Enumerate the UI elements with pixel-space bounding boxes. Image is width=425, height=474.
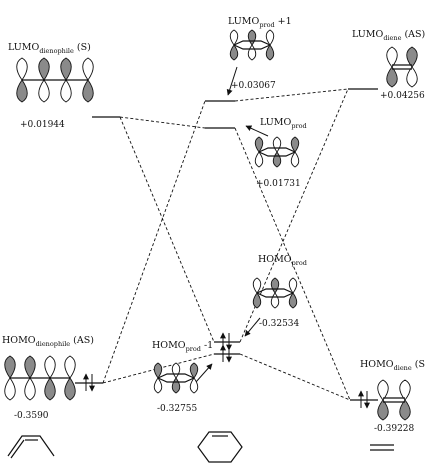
orbital-homo-dienophile-icon [4, 355, 76, 401]
orbital-homo-diene-icon [377, 379, 411, 421]
orbital-lumo-prod-icon [254, 136, 300, 168]
energy-homo-prod-minus1: -0.32755 [157, 404, 198, 414]
label-homo-diene: HOMOdiene (S) [360, 359, 425, 372]
energy-lumo-prod: +0.01731 [256, 179, 301, 189]
label-homo-prod: HOMOprod [258, 254, 307, 267]
label-lumo-dienophile: LUMOdienophile (S) [8, 42, 91, 55]
orbital-lumo-dienophile-icon [16, 57, 94, 103]
pointer-arrows [195, 66, 269, 383]
energy-homo-prod: -0.32534 [259, 319, 300, 329]
label-lumo-prod-plus1: LUMOprod +1 [228, 16, 292, 29]
label-lumo-prod: LUMOprod [260, 117, 307, 130]
energy-lumo-dienophile: +0.01944 [20, 120, 65, 130]
label-lumo-diene: LUMOdiene (AS) [352, 29, 425, 42]
electron-pair-icon [358, 390, 370, 409]
label-homo-prod-minus1: HOMOprod -1 [152, 340, 213, 353]
butadiene-structure-icon [7, 435, 55, 459]
ethylene-structure-icon [370, 444, 394, 451]
label-homo-dienophile: HOMOdienophile (AS) [2, 335, 94, 348]
correlation-lines [102, 88, 351, 401]
orbital-homo-prod-icon [252, 277, 298, 309]
orbital-homo-prod-minus1-icon [153, 362, 199, 394]
energy-lumo-prod-plus1: +0.03067 [231, 81, 276, 91]
arrow-icon [226, 66, 238, 96]
arrow-icon [195, 363, 213, 383]
electron-pair-icon [220, 344, 232, 363]
arrow-icon [244, 317, 261, 337]
orbital-lumo-diene-icon [386, 46, 418, 88]
energy-lumo-diene: +0.04256 [380, 91, 425, 101]
arrow-icon [245, 125, 269, 137]
electron-pair-icon [83, 373, 95, 392]
orbital-lumo-prod-plus1-icon [229, 29, 275, 61]
energy-homo-diene: -0.39228 [374, 424, 415, 434]
cyclohexene-structure-icon [197, 431, 243, 463]
electron-spins [83, 332, 370, 409]
energy-levels [75, 88, 378, 401]
energy-homo-dienophile: -0.3590 [14, 411, 49, 421]
